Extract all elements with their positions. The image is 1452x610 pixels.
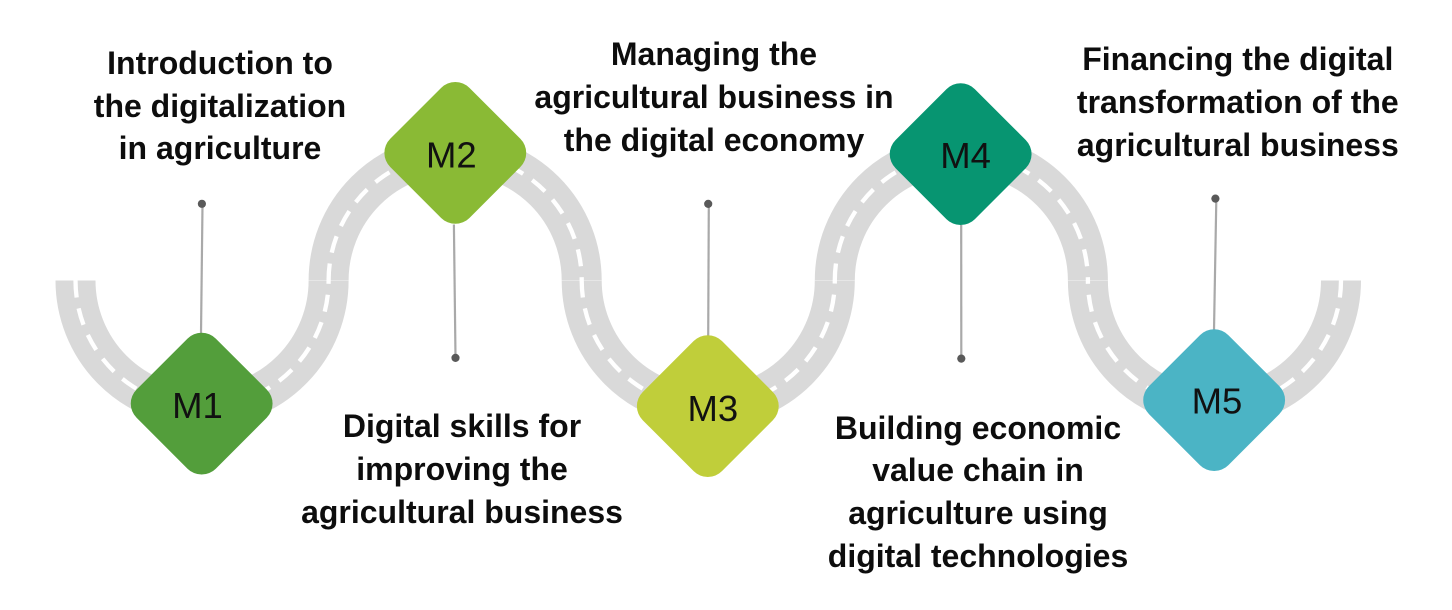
svg-text:M1: M1 <box>172 385 223 426</box>
svg-text:M4: M4 <box>940 135 991 176</box>
svg-text:M2: M2 <box>426 135 477 176</box>
svg-text:M5: M5 <box>1192 380 1243 421</box>
svg-text:M3: M3 <box>688 388 739 429</box>
